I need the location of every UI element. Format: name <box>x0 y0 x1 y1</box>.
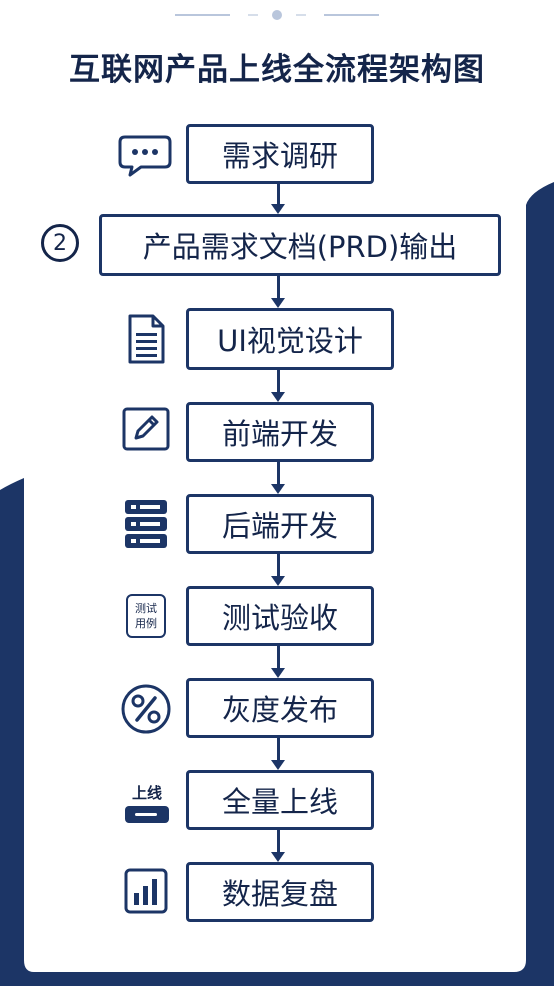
flow-arrow <box>271 276 285 308</box>
step-prd-output: 产品需求文档(PRD)输出 <box>99 214 501 276</box>
diagram-title: 互联网产品上线全流程架构图 <box>69 52 485 88</box>
step-label: 测试验收 <box>221 601 338 635</box>
flow-arrow <box>271 554 285 586</box>
test-case-icon-text-2: 用例 <box>135 617 157 630</box>
header-decoration-dot <box>272 10 282 20</box>
launch-switch-icon: 上线 <box>121 777 173 829</box>
edit-pen-icon <box>121 405 171 453</box>
step-backend-dev: 后端开发 <box>186 494 374 554</box>
header-decoration-dash-right <box>296 14 306 16</box>
step-gray-release: 灰度发布 <box>186 678 374 738</box>
launch-icon-text: 上线 <box>131 783 162 802</box>
number-circle-2-icon: 2 <box>41 224 79 262</box>
bar-chart-icon <box>124 868 168 914</box>
flow-arrow <box>271 738 285 770</box>
chat-bubble-icon <box>117 133 173 179</box>
step-label: 产品需求文档(PRD)输出 <box>142 230 458 264</box>
step-label: 全量上线 <box>221 785 338 819</box>
document-icon <box>126 313 166 365</box>
flow-arrow <box>271 370 285 402</box>
step-testing-acceptance: 测试验收 <box>186 586 374 646</box>
flow-arrow <box>271 646 285 678</box>
server-stack-icon <box>124 499 168 549</box>
step-label: 前端开发 <box>221 417 338 451</box>
flow-arrow <box>271 462 285 494</box>
header-decoration-line-left <box>175 14 230 16</box>
step-full-launch: 全量上线 <box>186 770 374 830</box>
step-requirements-research: 需求调研 <box>186 124 374 184</box>
header-decoration-line-right <box>324 14 379 16</box>
step-ui-design: UI视觉设计 <box>186 308 394 370</box>
step-label: UI视觉设计 <box>217 324 363 358</box>
step-number: 2 <box>53 230 67 256</box>
step-label: 灰度发布 <box>221 693 338 727</box>
flow-arrow <box>271 184 285 214</box>
flow-arrow <box>271 830 285 862</box>
step-label: 需求调研 <box>221 139 338 173</box>
percent-icon <box>120 683 172 735</box>
step-frontend-dev: 前端开发 <box>186 402 374 462</box>
step-data-review: 数据复盘 <box>186 862 374 922</box>
test-case-icon-text-1: 测试 <box>135 602 157 615</box>
test-case-icon: 测试 用例 <box>126 592 166 640</box>
step-label: 后端开发 <box>221 509 338 543</box>
step-label: 数据复盘 <box>221 877 338 911</box>
header-decoration-dash-left <box>248 14 258 16</box>
